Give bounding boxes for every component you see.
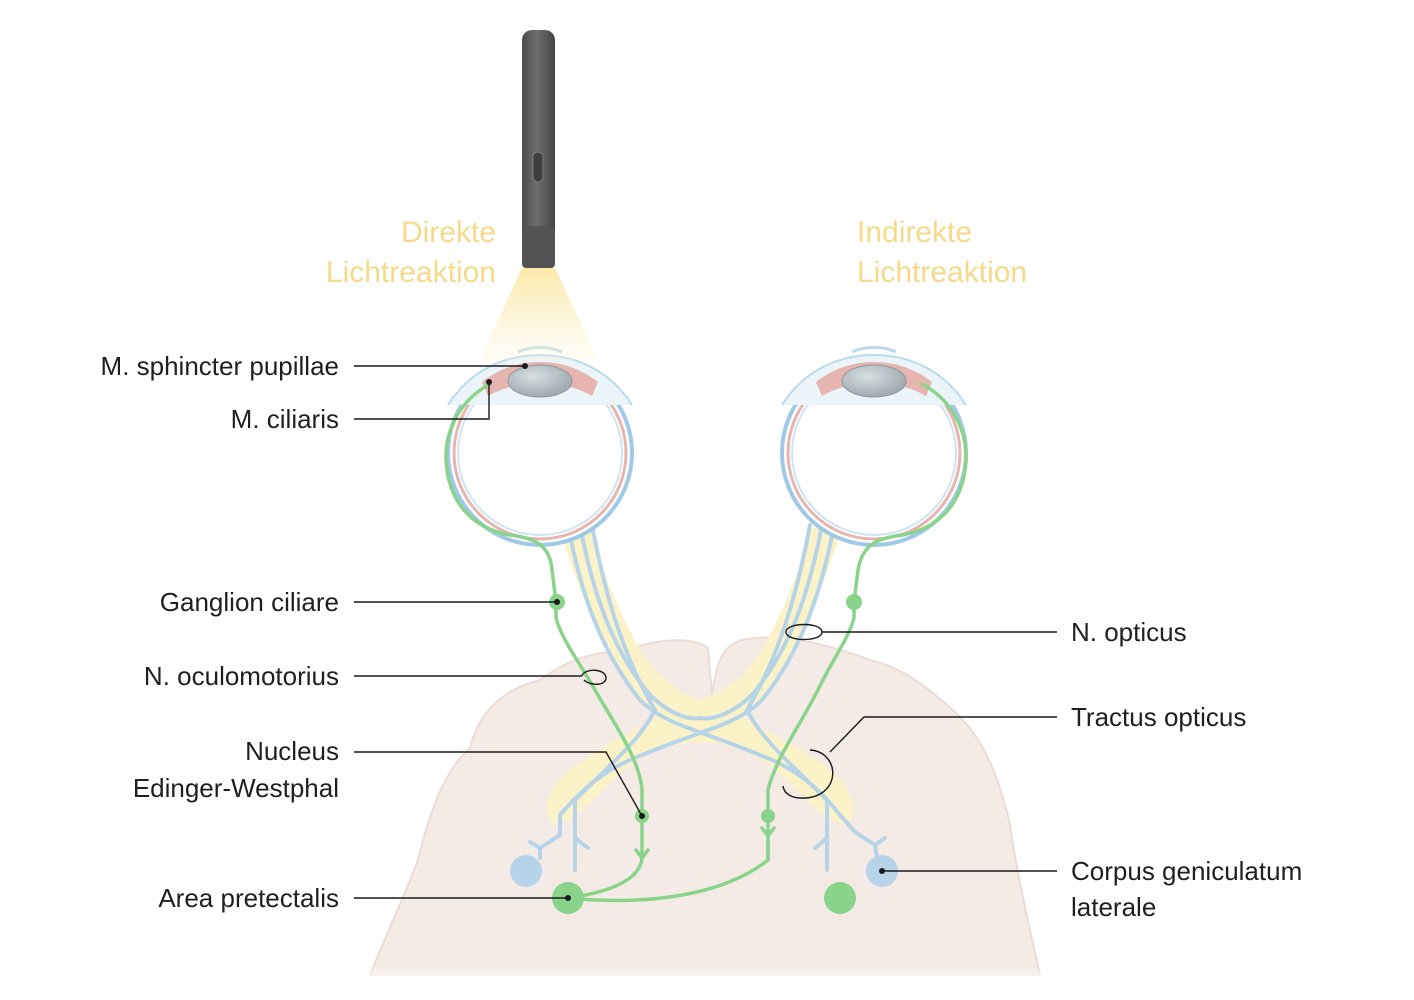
ganglion-right	[846, 594, 862, 610]
label-tractus-opticus: Tractus opticus	[1071, 702, 1246, 732]
label-area-pretectalis: Area pretectalis	[158, 883, 339, 913]
heading-direct: Direkte Lichtreaktion	[326, 216, 496, 289]
label-geniculatum-line2: laterale	[1071, 892, 1156, 922]
label-geniculatum-line1: Corpus geniculatum	[1071, 856, 1302, 886]
right-eye	[780, 346, 968, 547]
heading-indirect-line2: Lichtreaktion	[857, 256, 1027, 289]
light-beam	[480, 268, 598, 360]
label-ciliaris: M. ciliaris	[231, 404, 339, 434]
label-ganglion-ciliare: Ganglion ciliare	[160, 587, 339, 617]
optic-nerve-fibers	[528, 523, 887, 872]
heading-indirect-line1: Indirekte	[857, 216, 972, 249]
lgn-left	[510, 855, 542, 887]
leader-lines	[354, 363, 1057, 901]
label-oculomotorius: N. oculomotorius	[144, 661, 339, 691]
heading-direct-line2: Lichtreaktion	[326, 256, 496, 289]
heading-indirect: Indirekte Lichtreaktion	[857, 216, 1027, 289]
heading-direct-line1: Direkte	[401, 216, 496, 249]
left-eye	[446, 346, 634, 547]
label-opticus: N. opticus	[1071, 617, 1187, 647]
label-nucleus-line2: Edinger-Westphal	[133, 773, 339, 803]
ew-nucleus-right	[761, 809, 775, 823]
flashlight-icon	[522, 30, 555, 268]
label-sphincter-pupillae: M. sphincter pupillae	[101, 351, 339, 381]
pretectal-right	[824, 882, 856, 914]
parasympathetic-pathway	[444, 382, 968, 903]
label-nucleus-line1: Nucleus	[245, 736, 339, 766]
brain-silhouette	[360, 636, 1060, 980]
